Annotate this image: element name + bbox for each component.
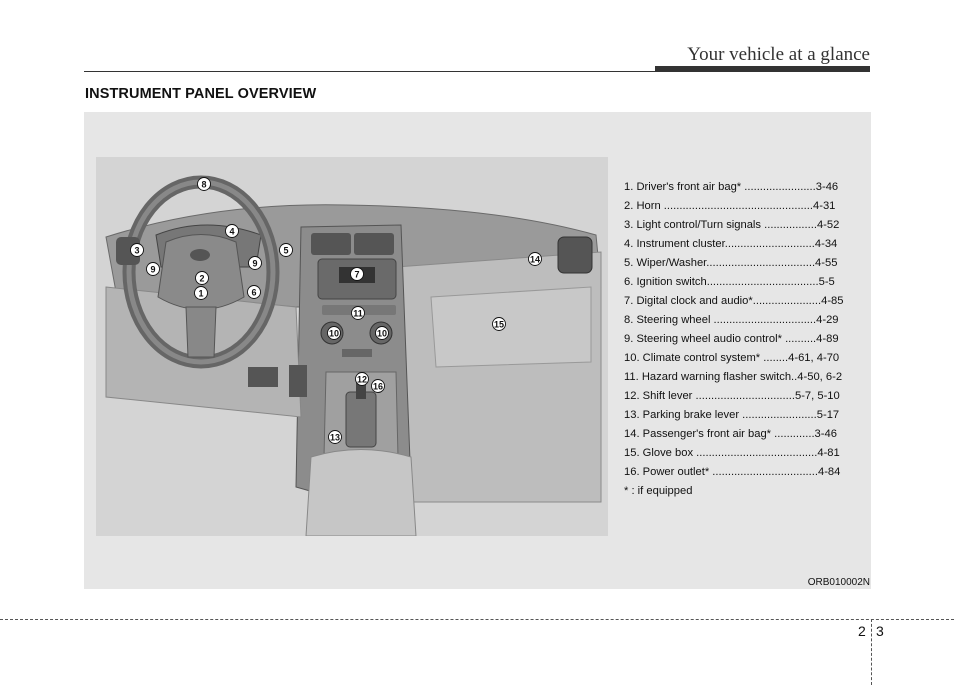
header-accent-bar [655,66,870,71]
figure-code: ORB010002N [807,577,870,588]
svg-text:10: 10 [329,329,339,339]
svg-text:10: 10 [377,329,387,339]
legend-item: 12. Shift lever ........................… [624,390,840,402]
callout-5: 5 [279,243,293,257]
callout-13: 13 [328,430,342,444]
callout-10-left: 10 [327,326,341,340]
svg-text:15: 15 [494,320,504,330]
svg-text:2: 2 [199,274,204,284]
component-legend: 1. Driver's front air bag* .............… [624,178,844,501]
callout-4: 4 [225,224,239,238]
callout-15: 15 [492,317,506,331]
legend-item: 1. Driver's front air bag* .............… [624,181,839,193]
callout-8: 8 [197,177,211,191]
callout-1: 1 [194,286,208,300]
footer-dashed-rule [0,619,954,620]
callout-10-right: 10 [375,326,389,340]
callout-9-left: 9 [146,262,160,276]
legend-item: 9. Steering wheel audio control* .......… [624,333,839,345]
callout-11: 11 [351,306,365,320]
instrument-panel-illustration: 8 4 3 5 9 9 2 6 1 7 14 11 10 10 15 12 16… [96,157,608,536]
legend-item: 6. Ignition switch......................… [624,276,835,288]
figure-callouts: 8 4 3 5 9 9 2 6 1 7 14 11 10 10 15 12 16… [130,177,542,444]
legend-item: 11. Hazard warning flasher switch..4-50,… [624,371,843,383]
legend-item: 10. Climate control system* ........4-61… [624,352,840,364]
page-number-chapter: 2 [858,623,866,639]
callout-12: 12 [355,372,369,386]
callout-7: 7 [350,267,364,281]
svg-text:7: 7 [354,270,359,280]
svg-text:8: 8 [201,180,206,190]
svg-text:12: 12 [357,375,367,385]
legend-item: 13. Parking brake lever ................… [624,409,840,421]
svg-text:4: 4 [229,227,234,237]
callout-14: 14 [528,252,542,266]
callout-16: 16 [371,379,385,393]
svg-text:3: 3 [134,246,139,256]
legend-item: 16. Power outlet* ......................… [624,466,841,478]
page-gutter-rule [871,619,872,685]
svg-text:11: 11 [353,309,363,319]
legend-item: 3. Light control/Turn signals ..........… [624,219,840,231]
svg-text:16: 16 [373,382,383,392]
page-number: 3 [876,623,884,639]
callout-2: 2 [195,271,209,285]
callout-6: 6 [247,285,261,299]
legend-item: 15. Glove box ..........................… [624,447,840,459]
svg-text:5: 5 [283,246,288,256]
legend-item: 5. Wiper/Washer.........................… [624,257,838,269]
svg-text:13: 13 [330,433,340,443]
legend-item: 4. Instrument cluster...................… [624,238,838,250]
callout-9-right: 9 [248,256,262,270]
svg-text:9: 9 [252,259,257,269]
callout-3: 3 [130,243,144,257]
legend-item: 7. Digital clock and audio*.............… [624,295,844,307]
svg-text:6: 6 [251,288,256,298]
legend-item: 8. Steering wheel ......................… [624,314,839,326]
svg-text:14: 14 [530,255,540,265]
svg-text:1: 1 [198,289,203,299]
legend-item: 14. Passenger's front air bag* .........… [624,428,837,440]
section-title: INSTRUMENT PANEL OVERVIEW [85,86,317,102]
legend-item: 2. Horn ................................… [624,200,836,212]
header-title: Your vehicle at a glance [687,44,870,65]
svg-text:9: 9 [150,265,155,275]
header-rule [84,71,870,72]
legend-footnote: * : if equipped [624,485,693,497]
